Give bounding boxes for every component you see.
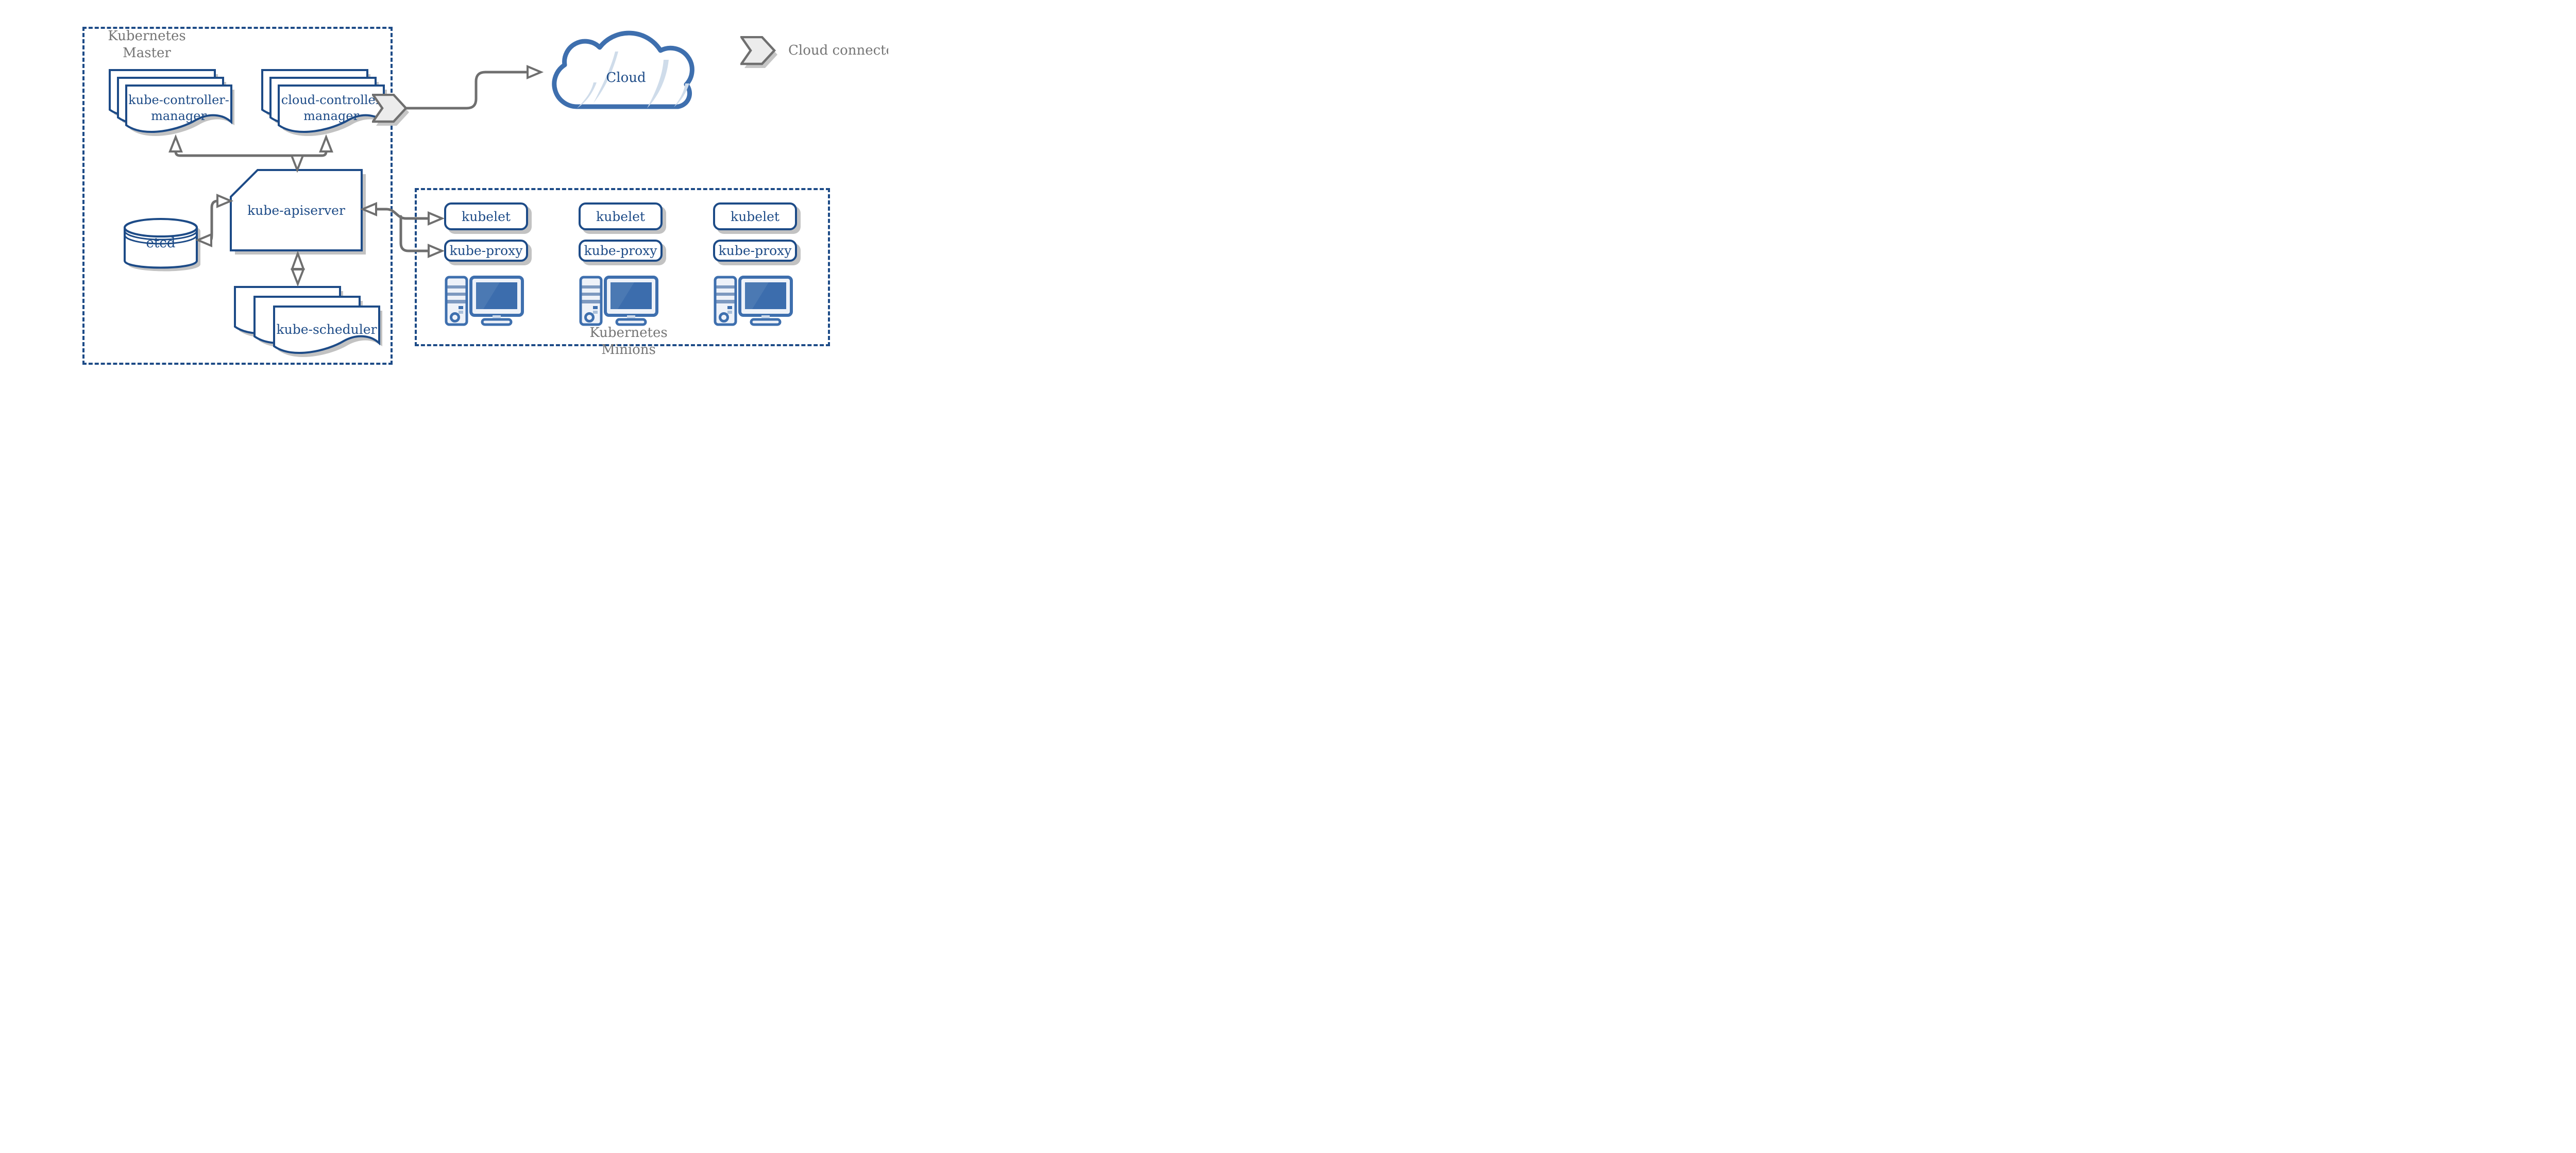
cloud-label: Cloud (606, 70, 646, 86)
kubelet-label: kubelet (462, 209, 511, 224)
document-stack-icon (125, 84, 234, 136)
kube-apiserver-label: kube-apiserver (247, 202, 345, 218)
kube-proxy-label: kube-proxy (584, 243, 657, 258)
minion-node: kubelet kube-proxy (444, 202, 528, 329)
kube-controller-manager-label-line1: kube-controller- (128, 93, 229, 107)
cloud-controller-manager-label: cloud-controller manager (279, 86, 384, 131)
master-group-title: Kubernetes Master (82, 28, 211, 62)
cloud-controller-manager-label-line2: manager (303, 109, 359, 123)
cylinder-ring (124, 230, 198, 241)
cloud-connector-icon (372, 94, 409, 126)
minions-group-title: Kubernetes Minions (567, 325, 690, 359)
document-stack-icon (278, 84, 387, 136)
cloud-sliver (577, 82, 597, 108)
minions-title-line2: Minions (601, 342, 656, 358)
kube-controller-manager-label: kube-controller- manager (126, 86, 231, 131)
kube-proxy-box: kube-proxy (713, 240, 797, 262)
etcd-node (124, 218, 200, 272)
etcd-label: etcd (146, 235, 176, 251)
cylinder-ring (124, 234, 198, 245)
minion-node: kubelet kube-proxy (713, 202, 797, 329)
kubelet-label: kubelet (731, 209, 779, 224)
minion-node: kubelet kube-proxy (579, 202, 663, 329)
kubelet-box: kubelet (579, 202, 663, 230)
arrow-connector-to-cloud (404, 71, 530, 110)
cloud-controller-manager-label-line1: cloud-controller (281, 93, 382, 107)
kubelet-box: kubelet (713, 202, 797, 230)
minions-title-line1: Kubernetes (589, 325, 668, 341)
kube-controller-manager-label-line2: manager (151, 109, 207, 123)
legend-cloud-connector-icon (740, 36, 777, 68)
kubernetes-architecture-diagram: Kubernetes Master kube-controller- manag… (0, 0, 888, 384)
kube-scheduler-label: kube-scheduler (276, 321, 377, 337)
cloud-sliver (594, 52, 618, 103)
kube-apiserver-node (230, 169, 366, 255)
cloud-sliver (674, 83, 689, 107)
workstation-icon (714, 276, 793, 326)
kube-proxy-label: kube-proxy (718, 243, 792, 258)
kube-controller-manager-node: kube-controller- manager (108, 69, 237, 143)
kube-proxy-box: kube-proxy (444, 240, 528, 262)
cloud-sliver (647, 60, 669, 108)
kube-proxy-box: kube-proxy (579, 240, 663, 262)
master-title-line1: Kubernetes (108, 28, 186, 44)
master-group-box (82, 27, 393, 365)
legend-cloud-connector-label: Cloud connector (788, 43, 888, 58)
document-stack-icon (273, 306, 382, 357)
workstation-icon (445, 276, 524, 326)
kubelet-box: kubelet (444, 202, 528, 230)
kube-proxy-label: kube-proxy (449, 243, 523, 258)
kubelet-label: kubelet (596, 209, 645, 224)
cloud-controller-manager-node: cloud-controller manager (261, 69, 389, 143)
workstation-icon (579, 276, 658, 326)
cloud-icon (552, 30, 694, 109)
master-title-line2: Master (123, 45, 171, 61)
minions-group-box (415, 188, 830, 346)
kube-scheduler-node: kube-scheduler (233, 285, 388, 368)
